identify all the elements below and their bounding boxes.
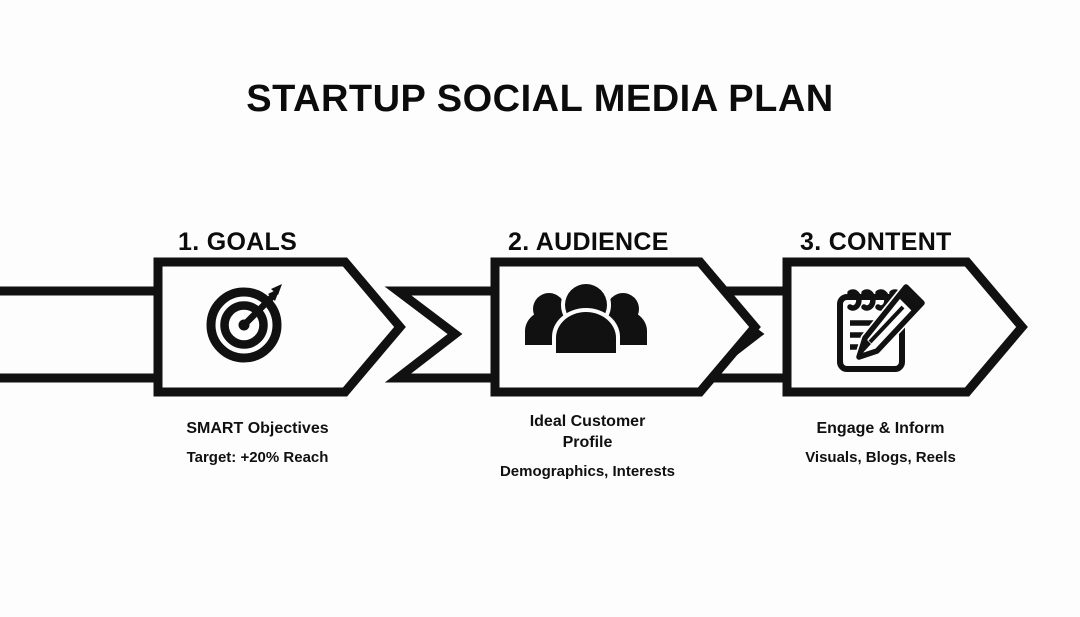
band-segment-mid-1 xyxy=(384,286,492,383)
stage-caption-content-secondary: Visuals, Blogs, Reels xyxy=(805,449,956,467)
stage-3-arrow-outline xyxy=(782,257,1028,397)
stage-caption-goals-secondary: Target: +20% Reach xyxy=(186,449,329,467)
stage-caption-content-primary: Engage & Inform xyxy=(816,420,945,437)
stage-caption-goals-primary: SMART Objectives xyxy=(186,420,329,437)
stage-shape-content[interactable] xyxy=(782,257,1028,397)
stage-1-arrow-outline xyxy=(153,257,406,397)
stage-heading-goals: 1. GOALS xyxy=(178,228,298,256)
stage-caption-content: Engage & Inform Visuals, Blogs, Reels xyxy=(748,418,1013,468)
stage-2-arrow-outline xyxy=(490,257,761,397)
stage-caption-audience: Ideal Customer Profile Demographics, Int… xyxy=(455,411,720,482)
stage-shape-audience[interactable] xyxy=(490,257,761,397)
stage-shape-goals[interactable] xyxy=(153,257,406,397)
stage-caption-audience-secondary: Demographics, Interests xyxy=(499,463,676,481)
stage-caption-goals: SMART Objectives Target: +20% Reach xyxy=(125,418,390,468)
stage-heading-audience: 2. AUDIENCE xyxy=(508,228,669,256)
stage-caption-audience-primary: Ideal Customer Profile xyxy=(529,413,646,452)
stage-heading-content: 3. CONTENT xyxy=(800,228,952,256)
page-title: STARTUP SOCIAL MEDIA PLAN xyxy=(246,78,834,120)
